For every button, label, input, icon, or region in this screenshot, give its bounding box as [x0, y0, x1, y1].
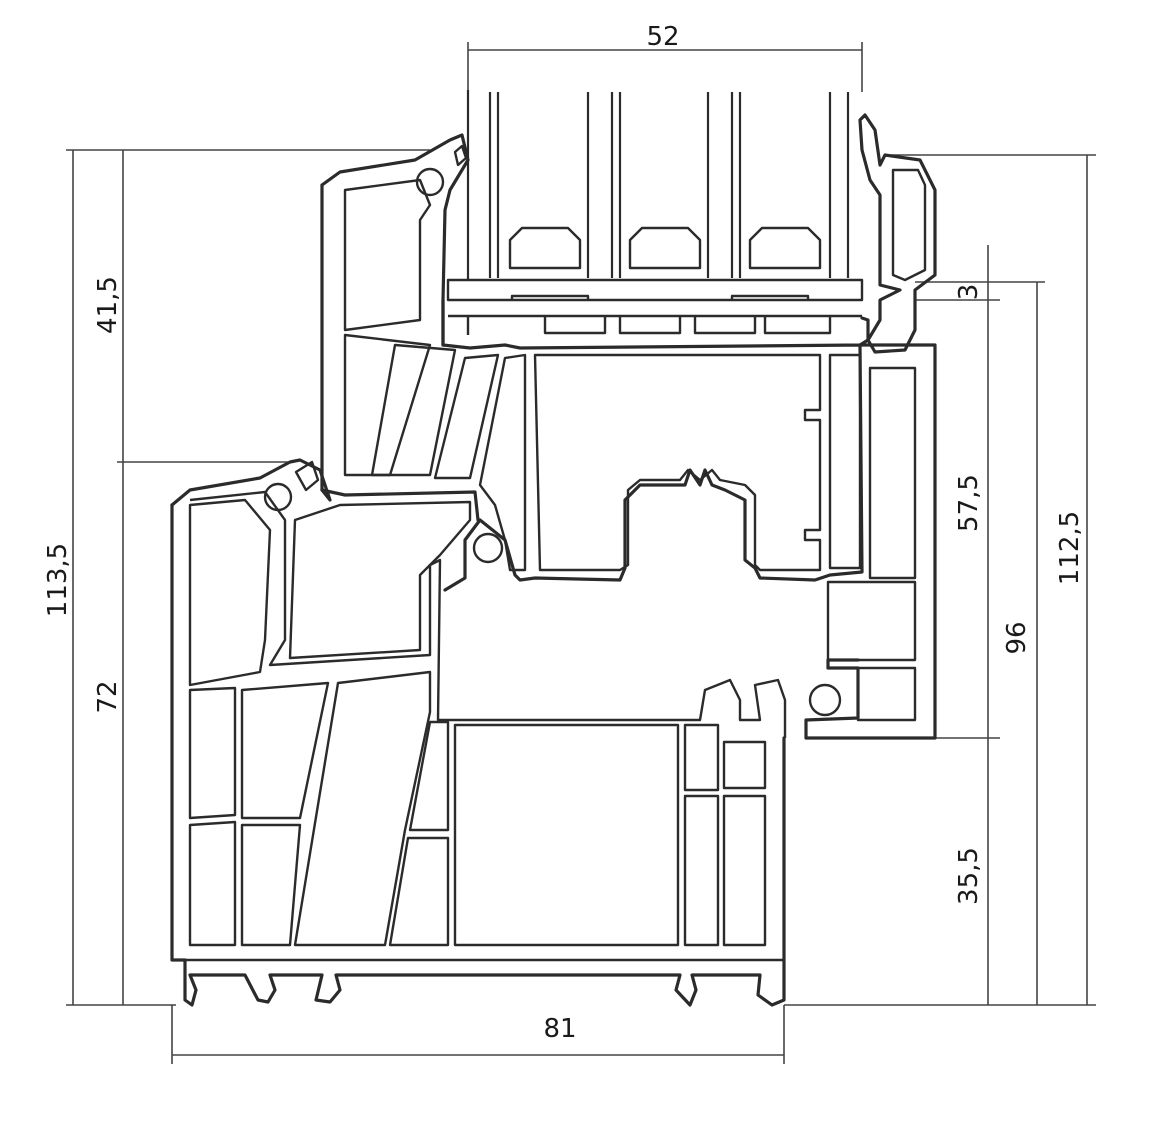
- glass-pane-left: [466, 90, 500, 280]
- sash-profile: [343, 298, 917, 722]
- label-72: 72: [93, 680, 123, 713]
- frame-right-chamber-mid: [826, 580, 917, 662]
- frame-chamber-d1: [408, 720, 450, 832]
- frame-chamber-f2: [722, 794, 767, 947]
- dimension-lines: [66, 42, 1096, 1064]
- frame-right-gasket-chamber: [891, 168, 927, 282]
- frame-chamber-a1: [188, 686, 237, 820]
- frame-right-outline: [804, 343, 937, 740]
- frame-upper-left-outline: [320, 133, 470, 492]
- frame-left-mid-chamber: [288, 500, 472, 660]
- frame-chamber-main: [453, 723, 680, 947]
- dimension-labels: 52 81 113,5 41,5 72 112,5 96 3 57,5 35,5: [43, 22, 1085, 1044]
- setting-blocks: [510, 294, 810, 300]
- label-57-5: 57,5: [954, 474, 984, 532]
- glass-pane-2: [586, 92, 622, 278]
- sash-diag-chamber-1: [343, 333, 432, 477]
- gasket-middle: [472, 532, 504, 564]
- spacer-bar-1: [508, 226, 582, 270]
- frame-right-chamber-lower: [856, 666, 917, 722]
- frame-profile: [170, 113, 937, 1007]
- label-3: 3: [954, 284, 984, 301]
- glazing-bead: [448, 314, 862, 335]
- sash-diag-chamber-3: [433, 353, 500, 480]
- sash-diag-chamber-2: [370, 343, 457, 477]
- sash-diag-chamber-4: [478, 353, 527, 572]
- sash-main-chamber: [533, 353, 822, 572]
- gasket-upper-left: [415, 167, 445, 197]
- glass-edge: [446, 278, 864, 302]
- frame-chamber-a2: [188, 820, 237, 947]
- frame-chamber-f1: [722, 740, 767, 790]
- frame-left-upper-chamber: [188, 498, 272, 687]
- frame-chamber-e1: [683, 723, 720, 792]
- gasket-tip-upper: [453, 144, 468, 167]
- label-113-5: 113,5: [43, 543, 73, 617]
- label-112-5: 112,5: [1055, 511, 1085, 585]
- frame-lower-top-outline: [170, 458, 480, 522]
- label-52: 52: [646, 22, 679, 52]
- glass-pane-right: [828, 92, 850, 278]
- frame-chamber-b1: [240, 681, 330, 820]
- spacer-bar-3: [748, 226, 822, 270]
- label-35-5: 35,5: [954, 847, 984, 905]
- frame-right-gasket: [858, 113, 937, 354]
- label-81: 81: [543, 1014, 576, 1044]
- gasket-tip-lower: [294, 460, 320, 492]
- label-96: 96: [1002, 621, 1032, 654]
- sash-right-chamber: [828, 353, 862, 570]
- spacer-bar-2: [628, 226, 702, 270]
- frame-chamber-c: [293, 670, 432, 947]
- frame-chamber-b2: [240, 823, 302, 947]
- frame-chamber-d2: [388, 836, 450, 947]
- frame-upper-chamber: [343, 178, 432, 332]
- frame-bottom-outline: [170, 503, 786, 1007]
- frame-chamber-e2: [683, 794, 720, 947]
- frame-inner-wall: [189, 490, 787, 738]
- frame-right-chamber-upper: [868, 366, 917, 580]
- label-41-5: 41,5: [93, 276, 123, 334]
- gasket-lower-right: [808, 683, 842, 717]
- glass-pane-3: [706, 92, 742, 278]
- glazing-unit: [446, 90, 864, 335]
